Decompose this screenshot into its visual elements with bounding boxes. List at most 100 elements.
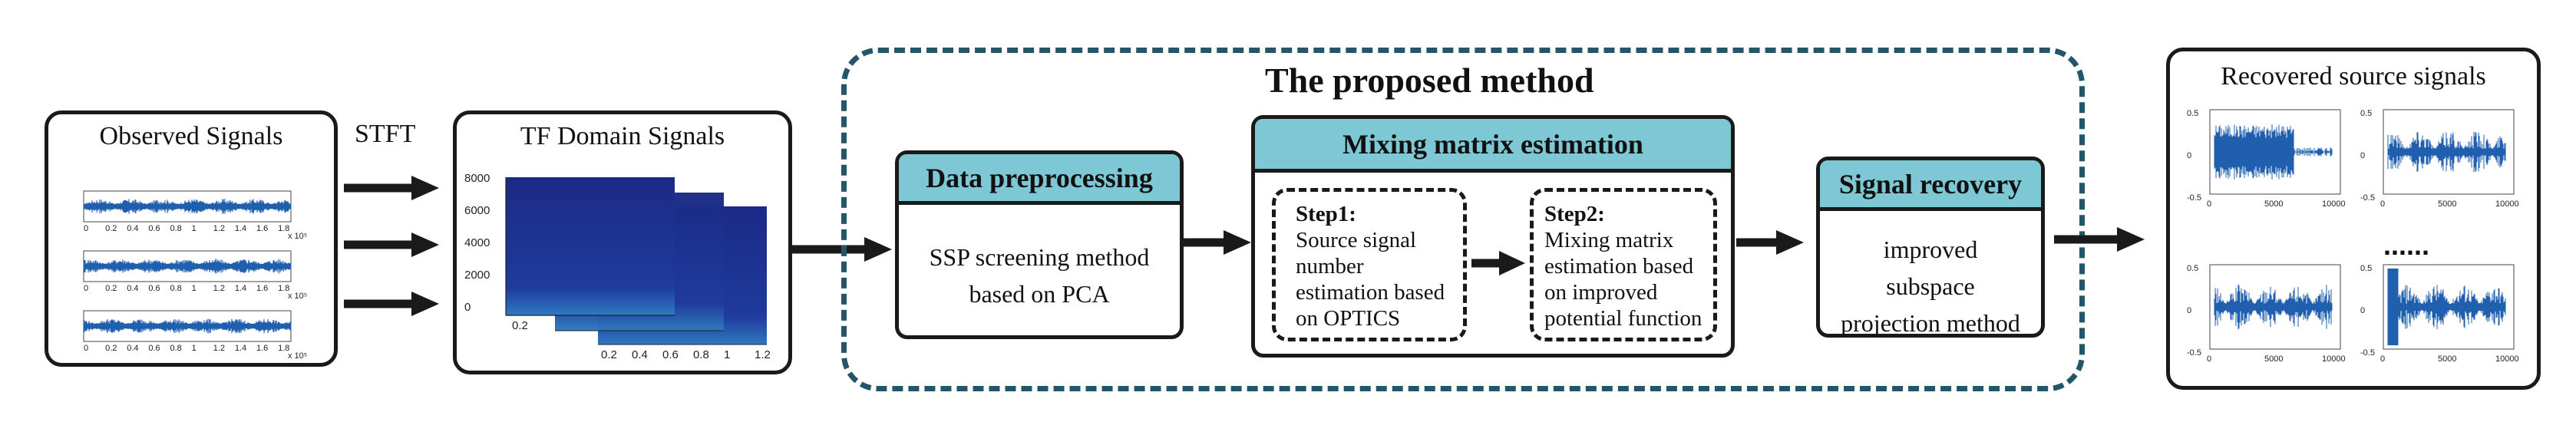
observed-tick: 1.8 bbox=[278, 284, 289, 293]
observed-tick: 0.2 bbox=[105, 284, 117, 293]
observed-tick: 1.2 bbox=[213, 284, 225, 293]
recovered-ytick: -0.5 bbox=[2187, 193, 2201, 203]
recovered-xtick: 5000 bbox=[2264, 354, 2283, 364]
recovered-wave-2 bbox=[2387, 131, 2506, 173]
recovered-ytick: 0 bbox=[2187, 306, 2191, 315]
arrow-method-to-recovered bbox=[2054, 227, 2145, 252]
recovered-plot-4 bbox=[2383, 264, 2515, 350]
signal-recovery-box: Signal recovery improved subspace projec… bbox=[1816, 157, 2045, 338]
step1-text: Source signal number estimation based on… bbox=[1296, 228, 1445, 331]
observed-signals-title: Observed Signals bbox=[99, 122, 283, 150]
observed-exponent: x 10⁵ bbox=[288, 351, 307, 361]
observed-tick: 0.6 bbox=[148, 344, 160, 353]
observed-tick: 1 bbox=[192, 224, 197, 233]
observed-tick: 1 bbox=[192, 344, 197, 353]
arrow-observed-to-tf-3 bbox=[344, 292, 439, 316]
observed-tick: 1.8 bbox=[278, 344, 289, 353]
observed-tick: 0.4 bbox=[127, 224, 138, 233]
arrow-step1-to-step2 bbox=[1471, 251, 1525, 275]
arrow-observed-to-tf-1 bbox=[344, 176, 439, 200]
recovered-xtick: 0 bbox=[2380, 354, 2385, 364]
tf-ytick: 0 bbox=[464, 301, 471, 314]
stft-label: STFT bbox=[355, 120, 416, 148]
observed-tick: 1.4 bbox=[235, 224, 246, 233]
recovered-plot-1 bbox=[2209, 109, 2341, 195]
arrow-observed-to-tf-2 bbox=[344, 232, 439, 257]
recovered-ytick: 0.5 bbox=[2360, 109, 2372, 118]
recovered-xtick: 0 bbox=[2207, 199, 2211, 209]
recovered-plots: 0.5 0 -0.5 0 5000 10000 0.5 0 -0.5 0 5000 10000 0.5 0… bbox=[2187, 109, 2519, 364]
arrow-preprocess-to-mixing bbox=[1184, 230, 1251, 255]
observed-wave-2 bbox=[83, 259, 292, 274]
observed-tick: 0.2 bbox=[105, 224, 117, 233]
arrow-mixing-to-recovery bbox=[1736, 230, 1804, 255]
data-preprocessing-body: SSP screening method based on PCA bbox=[929, 243, 1150, 308]
mixing-matrix-box: Mixing matrix estimation Step1: Source s… bbox=[1251, 115, 1735, 358]
observed-signals-panel: Observed Signals 0 0.2 0.4 0.6 0.8 1 1.2 1.4 1.6… bbox=[45, 110, 338, 367]
recovered-plot-2 bbox=[2383, 109, 2515, 195]
recovered-ytick: -0.5 bbox=[2360, 193, 2375, 203]
observed-tick: 0.4 bbox=[127, 284, 138, 293]
observed-tick: 0 bbox=[84, 344, 88, 353]
recovered-ytick: -0.5 bbox=[2360, 348, 2375, 358]
tf-ytick: 4000 bbox=[464, 236, 490, 249]
observed-tick: 1 bbox=[192, 284, 197, 293]
data-preprocessing-head: Data preprocessing bbox=[899, 154, 1180, 205]
observed-tick: 0.6 bbox=[148, 224, 160, 233]
recovered-wave-4 bbox=[2387, 269, 2506, 345]
observed-tick: 0.4 bbox=[127, 344, 138, 353]
recovered-signals-title: Recovered source signals bbox=[2221, 62, 2486, 91]
observed-tick: 0.8 bbox=[170, 224, 182, 233]
observed-wave-3 bbox=[83, 318, 292, 334]
observed-tick: 1.4 bbox=[235, 344, 246, 353]
recovered-wave-3 bbox=[2214, 284, 2333, 330]
observed-tick: 0 bbox=[84, 224, 88, 233]
recovered-xtick: 10000 bbox=[2495, 199, 2519, 209]
recovered-xtick: 0 bbox=[2380, 199, 2385, 209]
tf-xtick: 1.2 bbox=[755, 348, 771, 361]
proposed-method-frame bbox=[841, 48, 2085, 391]
step2-box: Step2: Mixing matrix estimation based on… bbox=[1530, 188, 1717, 341]
observed-tick: 1.2 bbox=[213, 224, 225, 233]
tf-ytick: 6000 bbox=[464, 204, 490, 217]
recovered-plot-3 bbox=[2209, 264, 2341, 350]
observed-exponent: x 10⁵ bbox=[288, 232, 307, 241]
tf-ytick: 8000 bbox=[464, 172, 490, 185]
tf-ytick: 2000 bbox=[464, 269, 490, 282]
recovered-ellipsis: ...... bbox=[2383, 229, 2430, 261]
recovered-xtick: 10000 bbox=[2322, 199, 2346, 209]
tf-xtick: 0.8 bbox=[693, 348, 709, 361]
observed-tick: 1.6 bbox=[256, 284, 268, 293]
observed-exponent: x 10⁵ bbox=[288, 292, 307, 301]
recovered-ytick: 0.5 bbox=[2360, 264, 2372, 273]
tf-domain-title: TF Domain Signals bbox=[520, 122, 725, 150]
data-preprocessing-box: Data preprocessing SSP screening method … bbox=[895, 150, 1184, 339]
step1-box: Step1: Source signal number estimation b… bbox=[1272, 188, 1467, 341]
observed-tick: 1.6 bbox=[256, 344, 268, 353]
signal-recovery-head: Signal recovery bbox=[1820, 160, 2041, 211]
recovered-xtick: 0 bbox=[2207, 354, 2211, 364]
step1-label: Step1: bbox=[1296, 202, 1356, 226]
observed-tick: 0.8 bbox=[170, 284, 182, 293]
observed-tick: 0.6 bbox=[148, 284, 160, 293]
recovered-ytick: -0.5 bbox=[2187, 348, 2201, 358]
tf-xtick: 1 bbox=[724, 348, 730, 361]
recovered-ytick: 0 bbox=[2187, 151, 2191, 160]
tf-xtick-back: 0.2 bbox=[512, 319, 528, 332]
recovered-xtick: 5000 bbox=[2264, 199, 2283, 209]
observed-tick: 1.2 bbox=[213, 344, 225, 353]
observed-tick: 0 bbox=[84, 284, 88, 293]
observed-tick: 0.8 bbox=[170, 344, 182, 353]
signal-recovery-body: improved subspace projection method bbox=[1841, 236, 2020, 337]
observed-wave-1 bbox=[83, 199, 292, 214]
proposed-method-title: The proposed method bbox=[1265, 61, 1594, 100]
observed-tick: 0.2 bbox=[105, 344, 117, 353]
tf-xtick: 0.6 bbox=[662, 348, 679, 361]
arrow-tf-to-method bbox=[791, 237, 892, 262]
recovered-ytick: 0.5 bbox=[2187, 264, 2198, 273]
recovered-wave-1 bbox=[2214, 124, 2333, 180]
spectrogram-sheet-1 bbox=[506, 177, 675, 315]
mixing-matrix-head: Mixing matrix estimation bbox=[1255, 119, 1731, 173]
